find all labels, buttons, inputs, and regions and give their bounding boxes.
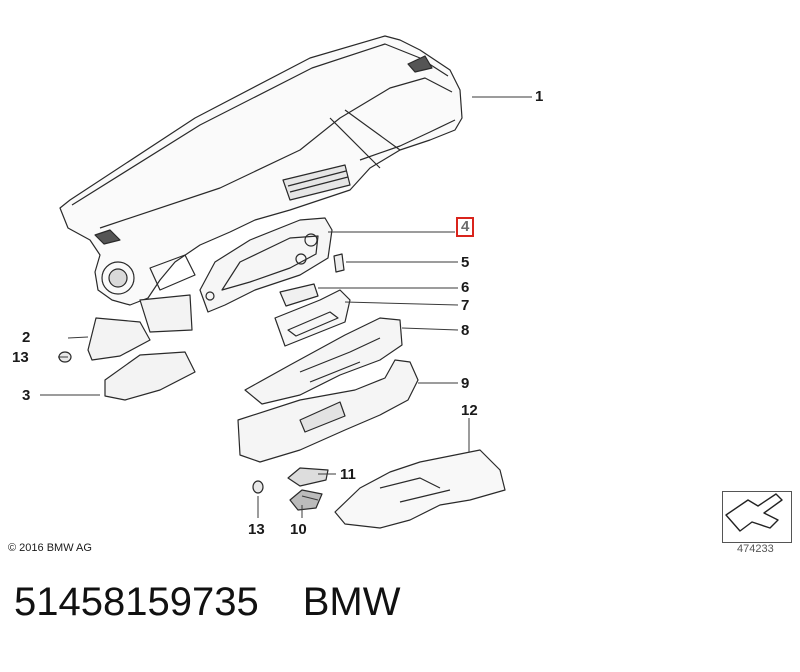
reference-number: 474233 [737,543,774,555]
bracket-part [279,283,319,307]
callout-3[interactable]: 3 [22,387,31,404]
callout-12[interactable]: 12 [461,402,478,419]
dashboard-part [59,35,463,306]
callout-5[interactable]: 5 [461,254,470,271]
brand-name: BMW [302,580,401,624]
cluster-surround-part [199,217,333,313]
cover-part [289,489,323,511]
console-upper-part [244,317,403,405]
cap-part [252,480,264,494]
trim-part-3 [104,351,196,401]
callout-4-highlighted[interactable]: 4 [456,217,475,237]
callout-13-bottom[interactable]: 13 [248,521,265,538]
part-number: 51458159735 [14,580,259,624]
callout-10[interactable]: 10 [290,521,307,538]
callout-9[interactable]: 9 [461,375,470,392]
callout-11[interactable]: 11 [340,466,356,483]
caption: 51458159735 BMW [0,580,800,640]
callout-6[interactable]: 6 [461,279,470,296]
reference-arrow-icon [725,493,783,532]
clip-part [333,253,345,273]
callout-7[interactable]: 7 [461,297,470,314]
gasket-part [287,467,329,487]
insulation-part [334,449,506,529]
copyright-text: © 2016 BMW AG [8,542,92,554]
callout-2[interactable]: 2 [22,329,31,346]
trim-part-2 [87,317,151,361]
parts-diagram [40,35,783,532]
callout-13-left[interactable]: 13 [12,349,29,366]
callout-1[interactable]: 1 [535,88,544,105]
callout-8[interactable]: 8 [461,322,470,339]
frame-part [274,289,351,347]
